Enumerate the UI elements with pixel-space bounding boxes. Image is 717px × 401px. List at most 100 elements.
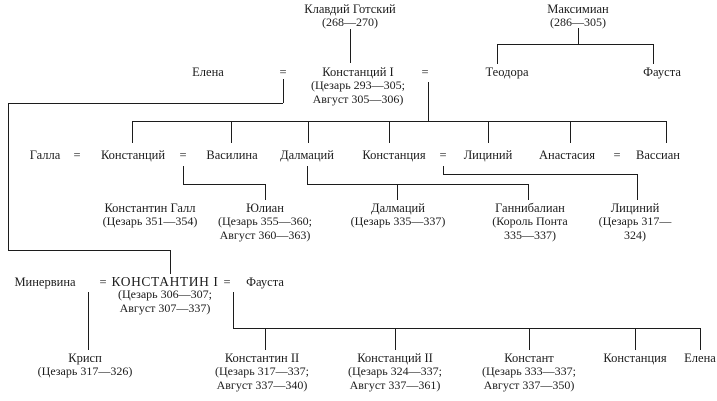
person-krisp: Крисп (Цезарь 317—326) <box>38 352 133 379</box>
person-name: Максимиан <box>547 2 609 16</box>
person-dates: (Цезарь 355—360; Август 360—363) <box>217 214 313 242</box>
connector-line <box>570 121 571 143</box>
person-name: Анастасия <box>539 148 595 162</box>
person-dates: (Цезарь 317—324) <box>598 214 672 242</box>
person-name: Констанций I <box>322 65 394 79</box>
person-litsiniy-1: Лициний <box>464 149 513 162</box>
person-name: Теодора <box>485 65 529 79</box>
person-dalmatsiy-2: Далмаций (Цезарь 335—337) <box>351 202 446 229</box>
connector-line <box>635 328 636 350</box>
person-dates: (268—270) <box>322 15 378 29</box>
person-name: Лициний <box>463 148 513 162</box>
person-minervina: Минервина <box>14 276 75 289</box>
person-name: Констанция <box>603 351 667 365</box>
person-name: Вассиан <box>636 148 680 162</box>
person-dates: (Цезарь 293—305; Август 305—306) <box>310 78 406 106</box>
marriage-equals: = <box>439 148 447 162</box>
person-dalmatsiy-1: Далмаций <box>280 149 334 162</box>
person-name: Фауста <box>246 275 284 289</box>
person-name: Юлиан <box>246 201 284 215</box>
connector-line <box>233 328 700 329</box>
person-anastasiya: Анастасия <box>539 149 595 162</box>
connector-line <box>428 82 429 121</box>
person-name: Елена <box>192 65 224 79</box>
person-dates: (Цезарь 324—337; Август 337—361) <box>347 364 443 392</box>
person-name: Константин II <box>224 351 300 365</box>
person-elena-1: Елена <box>192 66 224 79</box>
connector-line <box>350 29 351 63</box>
person-konstantsiy-sr: Констанций <box>101 149 165 162</box>
connector-line <box>637 174 638 200</box>
connector-line <box>578 28 579 44</box>
person-name: Галла <box>29 148 61 162</box>
marriage-equals: = <box>421 65 429 79</box>
person-konstantsiya-2: Констанция <box>603 352 666 365</box>
connector-line <box>283 79 284 103</box>
person-name: Констанций II <box>357 351 433 365</box>
person-name: Константин Галл <box>104 201 196 215</box>
person-konstant: Констант (Цезарь 333—337; Август 337—350… <box>482 352 576 392</box>
person-name: Констанция <box>362 148 426 162</box>
person-konstantin-2: Константин II (Цезарь 317—337; Август 33… <box>215 352 309 392</box>
connector-line <box>307 166 308 184</box>
person-name: Далмаций <box>280 148 334 162</box>
person-konstantin-gall: Константин Галл (Цезарь 351—354) <box>103 202 198 229</box>
connector-line <box>8 103 283 104</box>
connector-line <box>653 44 654 64</box>
connector-line <box>233 292 234 328</box>
connector-line <box>132 121 666 122</box>
person-fausta-2: Фауста <box>246 276 284 289</box>
connector-line <box>8 250 170 251</box>
person-teodora: Теодора <box>485 66 528 79</box>
person-maksimian: Максимиан (286—305) <box>547 3 609 30</box>
connector-line <box>132 121 133 143</box>
person-name: Ганнибалиан <box>495 201 565 215</box>
connector-line <box>170 250 171 274</box>
connector-line <box>183 184 265 185</box>
marriage-equals: = <box>223 275 231 289</box>
person-yulian: Юлиан (Цезарь 355—360; Август 360—363) <box>218 202 312 242</box>
person-name: Далмаций <box>371 201 425 215</box>
person-vassian: Вассиан <box>636 149 680 162</box>
connector-line <box>231 121 232 143</box>
connector-line <box>308 121 309 143</box>
connector-line <box>497 44 498 64</box>
person-name: Констант <box>504 351 554 365</box>
connector-line <box>443 174 637 175</box>
person-name: Фауста <box>643 65 681 79</box>
person-dates: (Цезарь 317—337; Август 337—340) <box>214 364 310 392</box>
connector-line <box>389 121 390 143</box>
person-dates: (Цезарь 351—354) <box>102 214 198 228</box>
marriage-equals: = <box>73 148 81 162</box>
person-name: Василина <box>206 148 258 162</box>
connector-line <box>265 328 266 350</box>
marriage-equals: = <box>613 148 621 162</box>
connector-line <box>265 184 266 200</box>
marriage-equals: = <box>99 275 107 289</box>
connector-line <box>88 292 89 350</box>
person-konstantsiya-1: Констанция <box>362 149 425 162</box>
person-konstantin-1: КОНСТАНТИН I (Цезарь 306—307; Август 307… <box>111 275 218 315</box>
person-galla: Галла <box>30 149 61 162</box>
connector-line <box>528 184 529 200</box>
connector-line <box>488 121 489 143</box>
connector-line <box>395 328 396 350</box>
person-name: Елена <box>684 351 716 365</box>
person-dates: (Король Понта 335—337) <box>492 214 568 242</box>
marriage-equals: = <box>179 148 187 162</box>
person-fausta-1: Фауста <box>643 66 681 79</box>
connector-line <box>666 121 667 143</box>
connector-line <box>529 328 530 350</box>
person-name: Крисп <box>68 351 102 365</box>
person-name: Лициний <box>610 201 660 215</box>
person-dates: (286—305) <box>550 15 606 29</box>
connector-line <box>183 166 184 184</box>
person-dates: (Цезарь 306—307; Август 307—337) <box>117 287 212 315</box>
connector-line <box>497 44 653 45</box>
person-klavdiy-gotskiy: Клавдий Готский (268—270) <box>304 3 395 30</box>
person-gannibalian: Ганнибалиан (Король Понта 335—337) <box>492 202 568 242</box>
person-name: КОНСТАНТИН I <box>111 274 219 289</box>
connector-line <box>307 184 528 185</box>
connector-line <box>397 184 398 200</box>
